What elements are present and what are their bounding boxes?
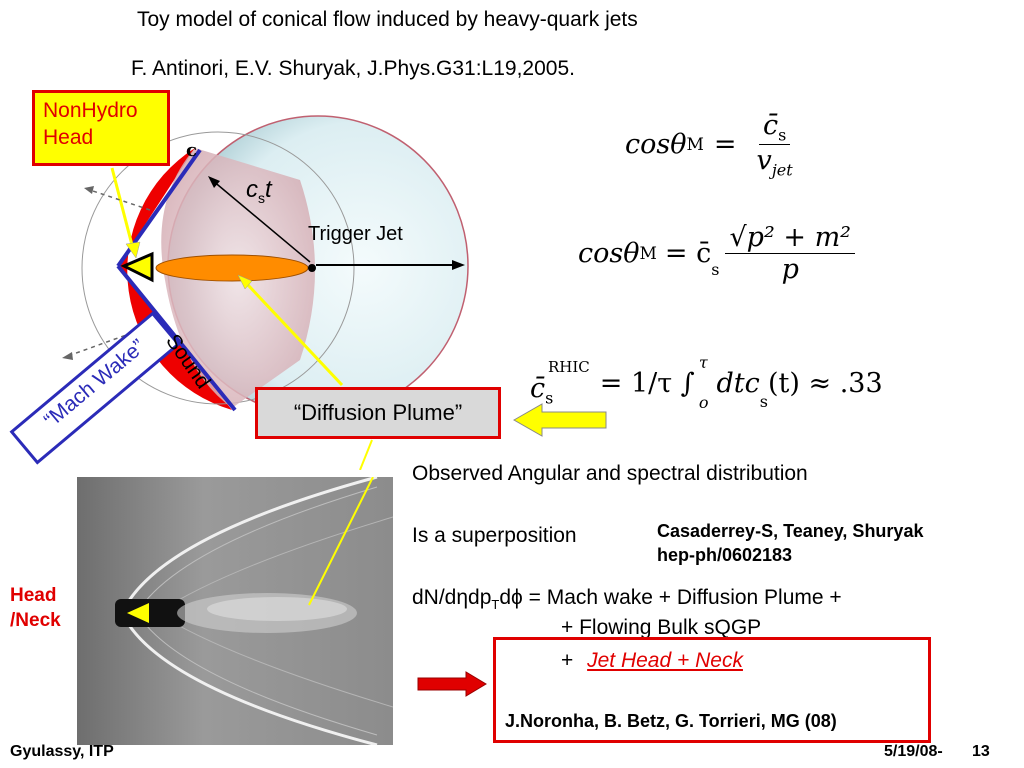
eq1-num: c̄ bbox=[762, 110, 779, 141]
c-label: c bbox=[186, 140, 197, 161]
nonhydro-head-box: NonHydro Head bbox=[32, 90, 170, 166]
yellow-left-arrow bbox=[512, 403, 607, 437]
eq3-sup: RHIC bbox=[548, 358, 590, 377]
head-neck-line2: /Neck bbox=[10, 610, 61, 631]
head-neck-label: Head /Neck bbox=[10, 583, 61, 633]
dn-dp: dp bbox=[468, 586, 492, 609]
hep-ref: hep-ph/0602183 bbox=[657, 545, 793, 565]
dn-phi: ϕ bbox=[511, 586, 523, 609]
eq3-lower: o bbox=[698, 393, 709, 413]
mach-wake-box bbox=[9, 311, 181, 465]
dn-d: d bbox=[499, 586, 512, 609]
nonhydro-line2: Head bbox=[43, 126, 94, 149]
dashed-arrow-upper-head bbox=[84, 186, 94, 194]
jet-head-line: + Jet Head + Neck bbox=[561, 649, 743, 673]
eq2-num: √p² + m² bbox=[729, 222, 851, 253]
footer-date: 5/19/08- bbox=[884, 743, 943, 760]
eq1-den: v bbox=[756, 145, 772, 177]
eq3-lhs: c̄ bbox=[530, 373, 546, 405]
eq1-lhs: cosθ bbox=[625, 129, 687, 161]
dn-suffix: = Mach wake + Diffusion Plume + bbox=[522, 586, 842, 609]
jet-head-neck-text: Jet Head + Neck bbox=[587, 649, 743, 672]
eq2-rhs-sub: s bbox=[711, 260, 720, 279]
casaderrey-ref: Casaderrey-S, Teaney, Shuryak bbox=[657, 521, 924, 541]
diffusion-pointer bbox=[246, 283, 344, 387]
eq1-den-sub: jet bbox=[771, 160, 793, 180]
jet-point bbox=[308, 264, 316, 272]
cst-label: cst bbox=[246, 176, 272, 206]
eq2-sub: M bbox=[639, 243, 657, 264]
plume-link-upper bbox=[359, 439, 373, 470]
radius-line bbox=[211, 179, 311, 263]
dn-eta: η bbox=[456, 586, 469, 609]
conical-flow-diagram bbox=[9, 115, 469, 470]
eq3-tail: dtc bbox=[716, 367, 760, 399]
eq3-rhs: = 1/τ ∫ bbox=[599, 367, 695, 399]
eq2-rhs: = c̄ bbox=[664, 238, 712, 269]
schlieren-photo bbox=[77, 477, 393, 745]
superposition-text: Is a superposition bbox=[412, 524, 577, 547]
slide-reference: F. Antinori, E.V. Shuryak, J.Phys.G31:L1… bbox=[131, 57, 575, 80]
eq3-tail-sub: s bbox=[759, 391, 768, 411]
cone-line-lower bbox=[116, 264, 237, 412]
cst-t: t bbox=[265, 176, 272, 203]
eq2-den: p bbox=[781, 254, 799, 285]
eq2-lhs: cosθ bbox=[578, 238, 640, 269]
jet-head-plus: + bbox=[561, 649, 574, 672]
dn-dp-sub: T bbox=[491, 597, 500, 613]
cst-s: s bbox=[258, 189, 265, 206]
footer-page-number: 13 bbox=[972, 743, 990, 760]
dn-equation: dN/dηdpTdϕ = Mach wake + Diffusion Plume… bbox=[412, 586, 842, 612]
slide-title: Toy model of conical flow induced by hea… bbox=[137, 8, 638, 31]
nonhydro-line1: NonHydro bbox=[43, 99, 138, 122]
eq3-upper: τ bbox=[698, 353, 708, 372]
trigger-jet-label: Trigger Jet bbox=[308, 223, 403, 245]
red-right-arrow bbox=[417, 671, 487, 697]
flowing-bulk-text: + Flowing Bulk sQGP bbox=[561, 616, 762, 639]
eq1-sub: M bbox=[686, 134, 704, 155]
dashed-arrow-upper bbox=[89, 189, 151, 211]
nonhydro-pointer-head bbox=[125, 241, 141, 259]
schlieren-drawing bbox=[77, 477, 393, 745]
orange-plume bbox=[155, 254, 309, 282]
eq2-fraction: √p² + m² p bbox=[725, 222, 855, 285]
cst-c: c bbox=[246, 176, 258, 203]
eq1-equals: = bbox=[713, 129, 737, 161]
observed-text: Observed Angular and spectral distributi… bbox=[412, 462, 808, 485]
diffusion-pointer-head bbox=[237, 274, 253, 290]
head-triangle bbox=[120, 251, 154, 283]
dashed-arrow-lower-head bbox=[62, 352, 73, 360]
footer-author: Gyulassy, ITP bbox=[10, 743, 114, 760]
nonhydro-pointer bbox=[110, 167, 134, 246]
jet-head-box bbox=[493, 637, 931, 743]
noronha-ref: J.Noronha, B. Betz, G. Torrieri, MG (08) bbox=[505, 711, 837, 731]
eq3-end: (t) ≈ .33 bbox=[767, 367, 883, 399]
mach-wake-region bbox=[118, 148, 232, 410]
diffusion-plume-box: “Diffusion Plume” bbox=[255, 387, 501, 439]
eq1-fraction: c̄s vjet bbox=[753, 110, 797, 180]
dn-prefix: dN/d bbox=[412, 586, 457, 609]
wake-sphere-outline bbox=[81, 131, 355, 405]
eq1-num-sub: s bbox=[778, 125, 787, 145]
radius-arrowhead bbox=[208, 176, 220, 188]
eq3-sub: s bbox=[545, 388, 554, 408]
head-neck-line1: Head bbox=[10, 585, 57, 606]
trigger-jet-arrowhead bbox=[452, 260, 465, 270]
